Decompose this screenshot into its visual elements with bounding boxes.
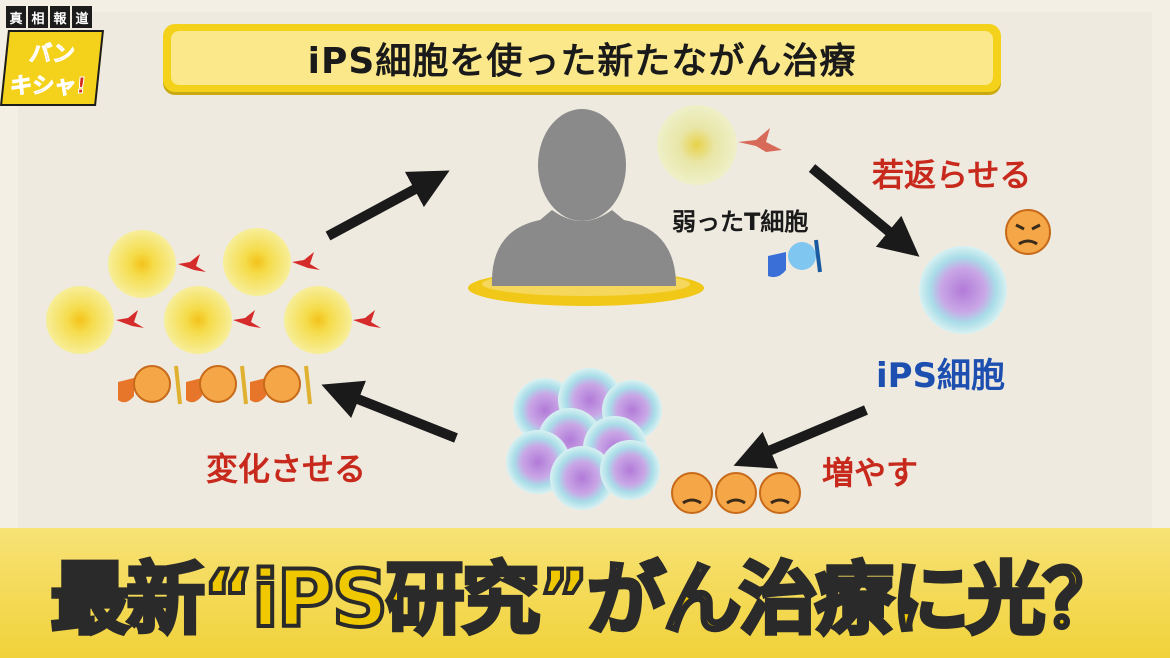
logo-char: 真 [6,6,26,28]
logo-header: 真 相 報 道 [6,6,92,28]
angry-face-icon [1005,209,1051,255]
armed-faces-icon [118,365,312,405]
patient-silhouette [468,109,704,306]
ips-cell-cluster [506,368,662,510]
program-logo: 真 相 報 道 バン キシャ! [0,0,104,150]
ips-cell-label: iPS細胞 [876,356,1006,396]
caption-text: 最新“iPS研究”がん治療に光？ [49,553,1124,647]
angry-faces-icon [671,472,801,514]
arrow-to-patient [325,170,450,241]
logo-char: 相 [28,6,48,28]
weak-t-cell-label: 弱ったT細胞 [672,208,809,236]
sad-shield-icon [768,239,822,278]
rejuvenate-label: 若返らせる [872,156,1032,194]
t-cell-group [46,228,381,354]
increase-label: 増やす [822,454,919,492]
arrow-to-ips [808,164,920,257]
title-text: iPS細胞を使った新たながん治療 [171,31,993,85]
logo-char: 道 [72,6,92,28]
arrow-to-cluster [733,405,868,469]
title-banner: iPS細胞を使った新たながん治療 [163,24,1001,92]
arrow-to-t-cells [321,380,458,443]
logo-char: 報 [50,6,70,28]
caption-bar [0,528,1170,658]
weak-t-cell [657,105,782,185]
transform-label: 変化させる [206,450,367,488]
cycle-arrows [321,164,920,469]
ips-cell [919,246,1007,334]
